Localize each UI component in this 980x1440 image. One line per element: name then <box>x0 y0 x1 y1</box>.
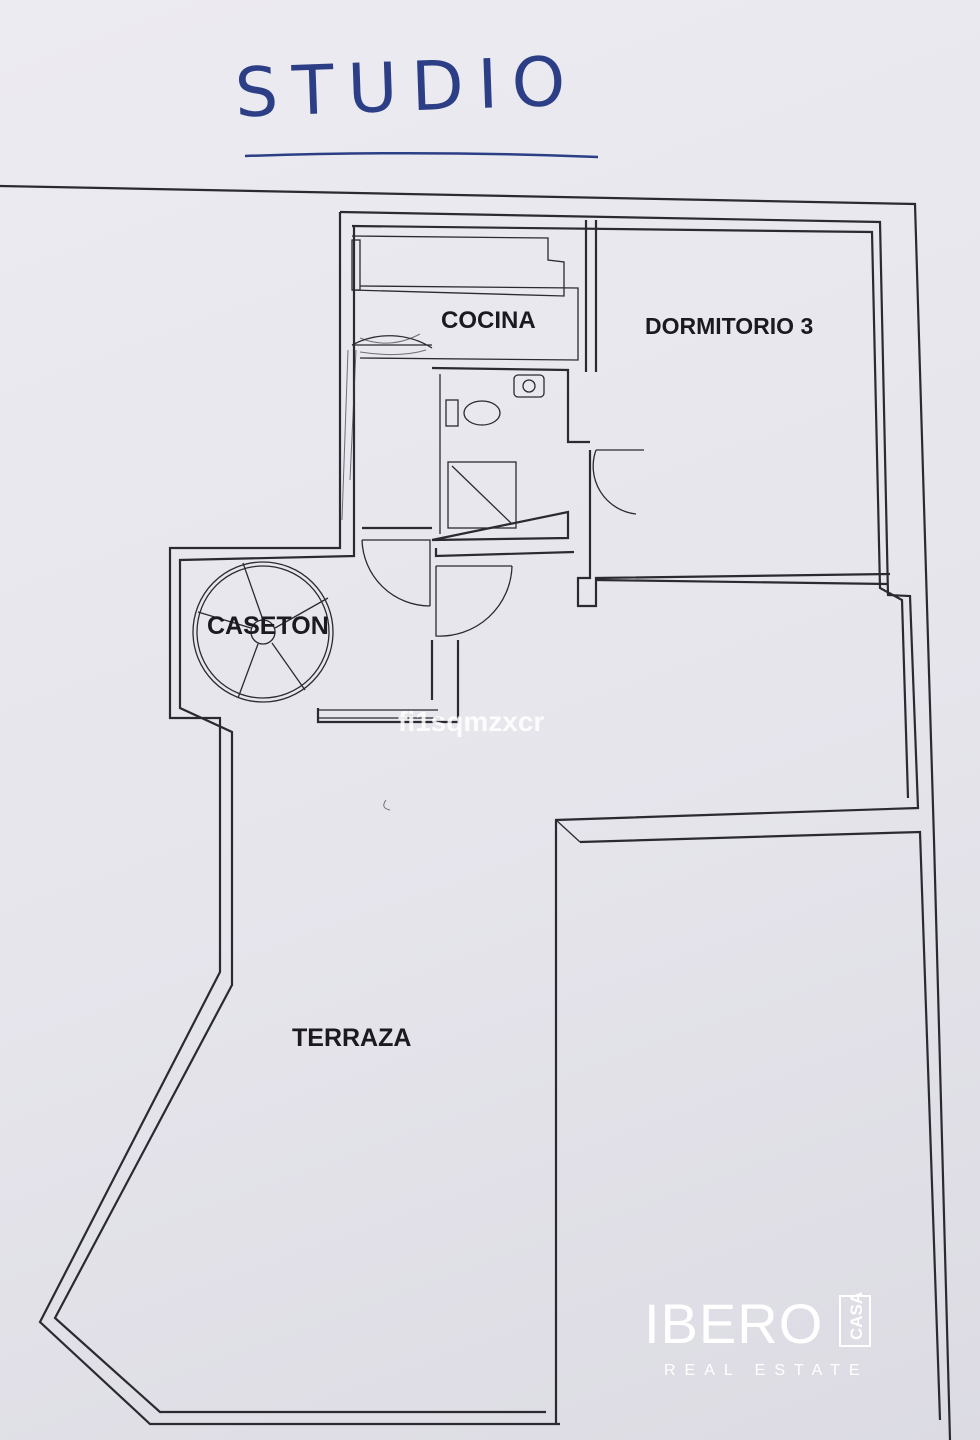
hallway-walls <box>316 526 575 724</box>
bathroom <box>431 366 590 542</box>
brand-tagline: REAL ESTATE <box>664 1362 869 1379</box>
room-label-cocina: COCINA <box>441 307 536 334</box>
doors <box>351 335 644 637</box>
brand-name: IBERO <box>644 1292 823 1355</box>
partition-bedroom <box>576 220 891 608</box>
apartment-walls <box>38 210 942 1426</box>
room-label-terraza: TERRAZA <box>292 1024 411 1052</box>
page-frame <box>0 184 952 1440</box>
room-label-dormitorio: DORMITORIO 3 <box>645 313 813 339</box>
room-label-caseton: CASETON <box>207 612 329 640</box>
pencil-marks <box>341 333 427 811</box>
watermark-code: fi1sqmzxcr <box>398 706 544 737</box>
brand-box <box>839 1295 871 1347</box>
brand-box-text: CASA <box>847 1292 866 1340</box>
partition-bedroom-lower <box>595 578 889 586</box>
plan-title: STUDIO <box>234 42 581 133</box>
spiral-staircase <box>192 561 334 703</box>
kitchen-counter <box>351 235 579 361</box>
title-underline <box>244 151 599 159</box>
brand-logo: IBERO CASA REAL ESTATE <box>644 1292 871 1379</box>
